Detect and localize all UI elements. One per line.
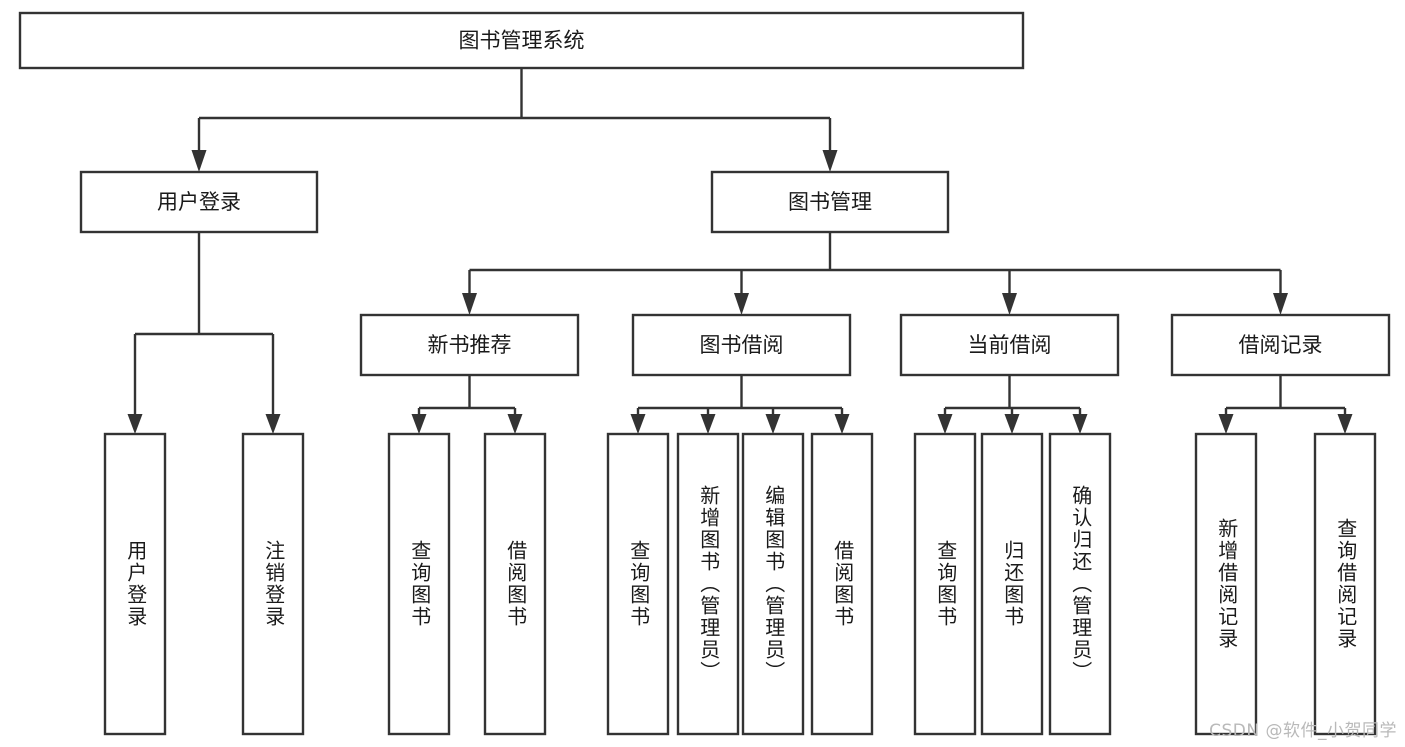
node-leaf-query-record[interactable] [1313,432,1377,736]
arrow-head-icon [191,150,207,172]
node-borrow-record-rect[interactable] [1170,313,1391,377]
arrow-head-icon [630,414,646,434]
node-leaf-confirm-return[interactable] [1048,432,1112,736]
node-user-login-label: 用户登录 [157,190,241,214]
arrow-head-icon [1072,414,1088,434]
node-leaf-borrow-book-rec[interactable] [483,432,547,736]
node-leaf-edit-book[interactable] [741,432,805,736]
node-user-login-rect[interactable] [79,170,319,234]
node-leaf-user-login-rect[interactable] [103,432,167,736]
node-leaf-return-book-rect[interactable] [980,432,1044,736]
arrow-head-icon [734,293,749,315]
arrow-head-icon [700,414,716,434]
node-leaf-logout-rect[interactable] [241,432,305,736]
node-leaf-add-record-rect[interactable] [1194,432,1258,736]
node-current-borrow[interactable] [899,313,1120,377]
arrow-head-icon [937,414,953,434]
arrow-head-icon [462,293,477,315]
boxes-layer [18,11,1391,736]
arrow-head-icon [1004,414,1020,434]
node-root[interactable] [18,11,1025,70]
node-book-manage-label: 图书管理 [788,190,872,214]
arrow-head-icon [1002,293,1017,315]
node-book-borrow-rect[interactable] [631,313,852,377]
node-leaf-edit-book-rect[interactable] [741,432,805,736]
node-leaf-return-book[interactable] [980,432,1044,736]
node-leaf-borrow-book-rect[interactable] [810,432,874,736]
node-book-borrow[interactable] [631,313,852,377]
node-current-borrow-label: 当前借阅 [968,333,1052,357]
node-book-manage[interactable] [710,170,950,234]
arrow-head-icon [127,414,143,434]
node-leaf-query-book-rec[interactable] [387,432,451,736]
node-leaf-query-book-current-rect[interactable] [913,432,977,736]
node-leaf-query-book-rec-rect[interactable] [387,432,451,736]
arrow-head-icon [834,414,850,434]
node-root-rect[interactable] [18,11,1025,70]
connectors-layer [127,68,1353,434]
arrow-head-icon [1218,414,1234,434]
node-borrow-record[interactable] [1170,313,1391,377]
node-leaf-add-record[interactable] [1194,432,1258,736]
node-leaf-add-book[interactable] [676,432,740,736]
node-leaf-add-book-rect[interactable] [676,432,740,736]
node-leaf-query-book-borrow-rect[interactable] [606,432,670,736]
arrow-head-icon [822,150,838,172]
node-new-book-recommend-label: 新书推荐 [428,333,512,357]
arrow-head-icon [1337,414,1353,434]
arrow-head-icon [507,414,523,434]
node-user-login[interactable] [79,170,319,234]
node-leaf-query-record-rect[interactable] [1313,432,1377,736]
arrow-head-icon [265,414,281,434]
node-leaf-user-login[interactable] [103,432,167,736]
node-leaf-query-book-current[interactable] [913,432,977,736]
node-borrow-record-label: 借阅记录 [1239,333,1323,357]
node-new-book-recommend[interactable] [359,313,580,377]
node-leaf-borrow-book-rec-rect[interactable] [483,432,547,736]
node-leaf-confirm-return-rect[interactable] [1048,432,1112,736]
arrow-head-icon [765,414,781,434]
arrow-head-icon [1273,293,1288,315]
watermark-text: CSDN @软件_小贺同学 [1209,721,1397,741]
node-leaf-logout[interactable] [241,432,305,736]
node-new-book-recommend-rect[interactable] [359,313,580,377]
node-root-label: 图书管理系统 [459,29,585,53]
node-book-borrow-label: 图书借阅 [700,333,784,357]
node-leaf-query-book-borrow[interactable] [606,432,670,736]
node-book-manage-rect[interactable] [710,170,950,234]
node-leaf-borrow-book[interactable] [810,432,874,736]
arrow-head-icon [411,414,427,434]
node-current-borrow-rect[interactable] [899,313,1120,377]
